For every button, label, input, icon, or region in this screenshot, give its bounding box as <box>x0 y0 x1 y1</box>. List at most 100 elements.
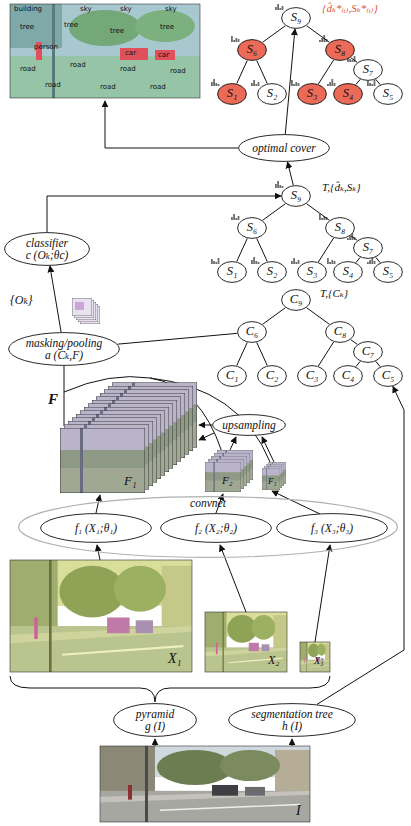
image-border <box>100 746 310 822</box>
connector <box>356 257 360 262</box>
connector <box>237 238 248 261</box>
histogram-bar <box>367 262 369 264</box>
class-label: building <box>14 6 42 13</box>
ellipse-outline <box>218 366 247 387</box>
ellipse-outline <box>258 84 287 105</box>
pooled-feature-stack <box>72 298 100 324</box>
selected-tree-node: S₄ <box>333 83 363 105</box>
class-label: tree <box>20 24 34 31</box>
ellipse-outline <box>374 84 403 105</box>
histogram-bar <box>231 217 233 220</box>
scale-image <box>300 642 330 672</box>
ellipse-outline <box>374 366 403 387</box>
class-label: road <box>150 84 166 91</box>
ellipse-outline <box>161 514 272 543</box>
flow-arrow <box>155 739 156 746</box>
flow-arrow <box>315 545 330 642</box>
selected-tree-node: S₁ <box>217 83 247 105</box>
connector <box>50 266 61 332</box>
histogram-bar <box>349 236 351 240</box>
node-label: S₂ <box>267 265 278 278</box>
tree-node: S₃ <box>297 261 327 283</box>
histogram-bar <box>327 84 329 86</box>
math-label: {d̂ₖ*₍ᵢ₎,Sₖ*₍ᵢ₎} <box>322 3 378 14</box>
selected-tree-node: S₈ <box>325 39 355 61</box>
node-label: f₃ (X₃;θ₃) <box>311 522 353 534</box>
flow-arrow <box>96 495 100 513</box>
histogram-bar <box>255 84 257 86</box>
node-label: S₁ <box>227 265 238 278</box>
flow-arrow <box>292 739 293 746</box>
tree-node: S₂ <box>257 83 287 105</box>
flow-arrow <box>105 101 238 148</box>
histogram-bar <box>258 82 260 86</box>
connector <box>318 238 333 262</box>
tree-node: C₆ <box>237 321 267 343</box>
connector <box>318 342 333 366</box>
histogram-bar <box>213 261 215 264</box>
connector <box>257 60 268 83</box>
ellipse-outline <box>238 322 267 343</box>
tree-node: S₂ <box>257 261 287 283</box>
node-label: S₁ <box>227 87 238 100</box>
math-label: F₁ <box>124 474 136 487</box>
tree-node: S₄ <box>333 261 363 283</box>
flow-arrow <box>199 425 212 426</box>
histogram-bar <box>367 81 369 86</box>
pooled-feature <box>72 298 92 316</box>
ellipse-outline <box>282 290 311 311</box>
brace <box>10 676 330 702</box>
histogram-bar <box>275 7 277 10</box>
ellipse-outline <box>326 218 355 239</box>
histogram-bar <box>218 84 220 86</box>
node-label: S₉ <box>291 189 302 202</box>
connector <box>237 342 248 365</box>
node-label: C₉ <box>290 293 303 306</box>
node-label: classifier <box>26 237 68 249</box>
ellipse-outline <box>326 40 355 61</box>
histogram-bar <box>334 83 336 86</box>
process-ellipse: classifierc (Oₖ;θc) <box>4 232 90 266</box>
ellipse-outline <box>239 135 330 162</box>
node-label: upsampling <box>222 419 276 431</box>
node-label: S₇ <box>363 63 374 76</box>
histogram-bar <box>319 40 321 42</box>
node-label: f₁ (X₁;θ₁) <box>75 522 117 534</box>
math-label: X₂ <box>268 654 280 666</box>
input-image <box>100 746 310 822</box>
scale-image <box>205 612 287 672</box>
histogram-bar <box>298 260 300 264</box>
process-ellipse: f₃ (X₃;θ₃) <box>276 513 388 543</box>
connector <box>287 162 293 185</box>
tree-node: S₉ <box>281 7 311 29</box>
ellipse-outline <box>213 415 286 436</box>
histogram-bar <box>319 214 321 220</box>
tree-node: C₉ <box>281 289 311 311</box>
histogram-bar <box>282 6 284 10</box>
histogram-bar <box>354 237 356 240</box>
histogram-bar <box>293 84 295 86</box>
connector <box>263 204 286 221</box>
connector <box>376 361 380 366</box>
histogram-bar <box>298 83 300 86</box>
histogram-bar <box>295 82 297 86</box>
node-label: S₆ <box>247 43 258 56</box>
feature-map <box>60 428 145 493</box>
ellipse-outline <box>9 333 120 366</box>
histogram-bar <box>291 261 293 264</box>
ellipse-outline <box>354 342 383 363</box>
histogram-bar <box>213 79 215 86</box>
node-label: S₆ <box>247 221 258 234</box>
ellipse-outline <box>334 262 363 283</box>
feature-stack-f1 <box>60 383 197 494</box>
tree-node: S₇ <box>353 59 383 81</box>
connector <box>356 79 360 84</box>
class-label: road <box>20 66 36 73</box>
math-label: X₃ <box>314 656 324 666</box>
process-ellipse: f₁ (X₁;θ₁) <box>40 513 152 543</box>
connector <box>351 236 358 241</box>
node-label: S₅ <box>383 265 394 278</box>
process-ellipse: segmentation treeh (I) <box>228 703 356 737</box>
connector <box>376 79 380 84</box>
node-label: S₈ <box>335 43 346 56</box>
